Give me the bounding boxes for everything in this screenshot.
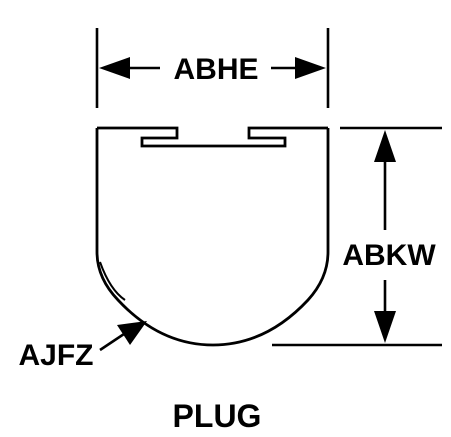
width-arrow-left-icon — [99, 57, 130, 79]
width-dimension: ABHE — [95, 28, 330, 108]
radius-arrow-icon — [117, 321, 147, 345]
width-arrow-right-icon — [295, 57, 326, 79]
plug-top-with-slot — [97, 126, 328, 148]
height-label: ABKW — [342, 239, 436, 272]
height-dimension: ABKW — [272, 126, 442, 347]
plug-body — [95, 126, 330, 347]
height-arrow-up-icon — [374, 130, 396, 162]
radius-callout: AJFZ — [19, 321, 147, 372]
plug-outline — [95, 128, 330, 347]
width-label: ABHE — [173, 53, 258, 86]
radius-label: AJFZ — [19, 339, 94, 372]
diagram-title: PLUG — [173, 398, 262, 434]
height-arrow-down-icon — [374, 311, 396, 343]
radius-highlight — [99, 261, 126, 301]
